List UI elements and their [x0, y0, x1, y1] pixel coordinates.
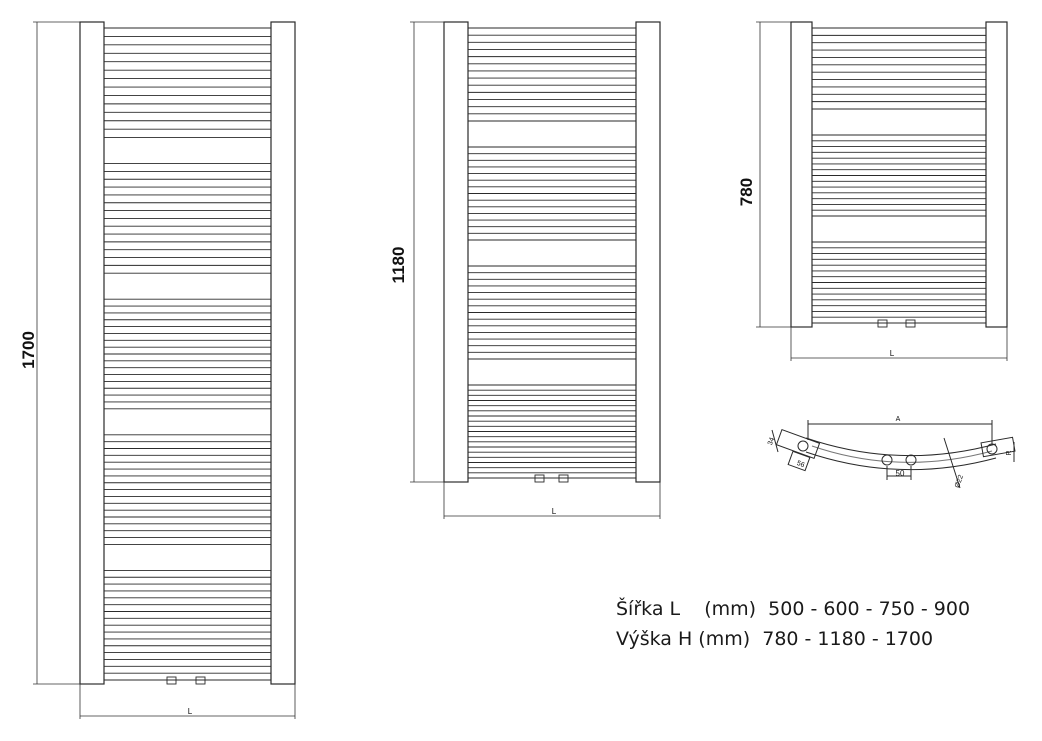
plan-label-r: R [1006, 450, 1013, 455]
right-collector [985, 21, 1008, 328]
pipe-connector [195, 676, 206, 685]
plan-curve-mid [811, 445, 993, 463]
pipe-connector [558, 474, 569, 483]
height-label-1180: 1180 [389, 247, 408, 284]
plan-left-valve [797, 440, 809, 452]
pipe-connector [166, 676, 177, 685]
radiator-1180 [410, 21, 661, 519]
width-label-780: L [890, 349, 895, 358]
spec-height-line: Výška H (mm) 780 - 1180 - 1700 [616, 628, 934, 650]
height-label-780: 780 [737, 178, 756, 206]
plan-label-56: 56 [796, 460, 806, 469]
pipe-connector [534, 474, 545, 483]
right-collector [635, 21, 661, 483]
width-label-1700: L [188, 707, 193, 716]
width-label-1180: L [552, 507, 557, 516]
left-collector [790, 21, 813, 328]
plan-label-a: A [896, 416, 901, 423]
plan-label-50: 50 [896, 469, 905, 478]
plan-curve-outer [805, 437, 997, 457]
right-collector [270, 21, 296, 685]
radiator-780 [756, 21, 1008, 361]
pipe-connector [877, 319, 888, 328]
plan-left-bracket [787, 450, 811, 472]
plan-left-collector [775, 429, 821, 459]
plan-pipe-left [881, 454, 893, 466]
plan-dim-angle-leader [943, 437, 961, 489]
pipe-connector [905, 319, 916, 328]
plan-view [771, 420, 1016, 489]
spec-width-line: Šířka L (mm) 500 - 600 - 750 - 900 [616, 598, 971, 620]
plan-pipe-right [905, 454, 917, 466]
radiator-1700 [33, 21, 296, 719]
plan-curve-inner [805, 451, 997, 471]
plan-dim-34 [771, 429, 779, 453]
plan-label-angle: Ø22 [954, 474, 965, 489]
left-collector [79, 21, 105, 685]
plan-label-34: 34 [767, 437, 776, 447]
height-label-1700: 1700 [19, 331, 38, 369]
left-collector [443, 21, 469, 483]
